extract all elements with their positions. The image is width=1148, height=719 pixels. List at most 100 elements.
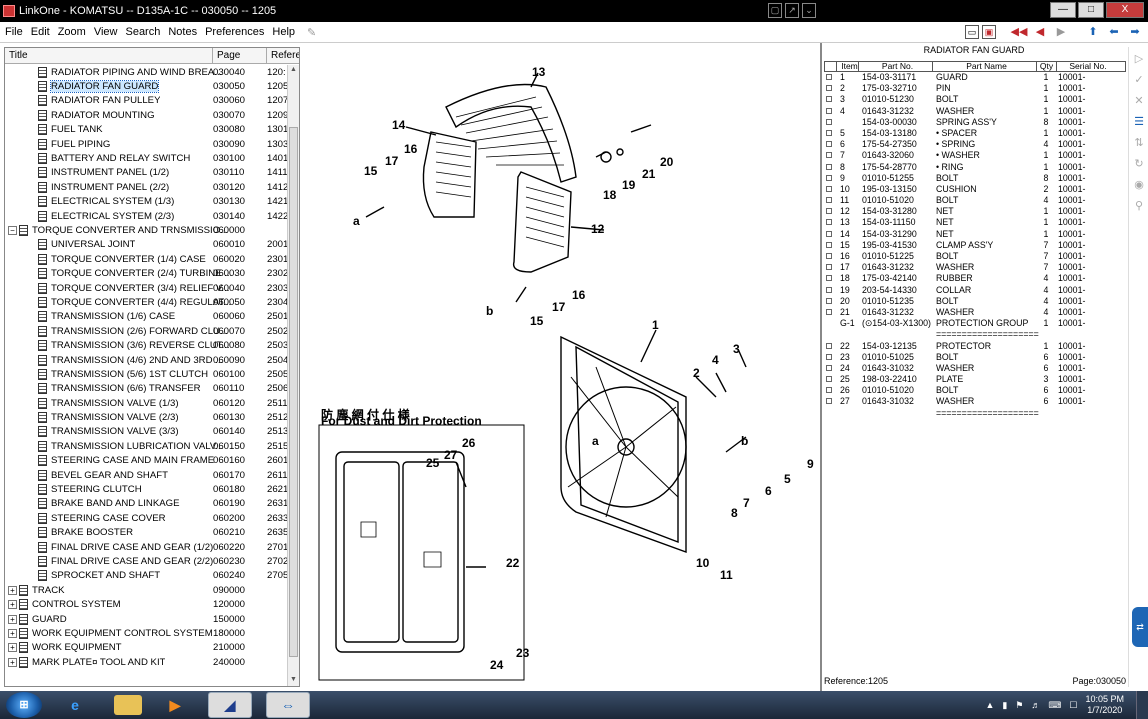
scroll-up-arrow-icon[interactable]: ▲ — [290, 66, 297, 73]
checkbox-icon[interactable] — [826, 129, 832, 136]
callout-24[interactable]: 24 — [490, 658, 504, 672]
callout-25[interactable]: 25 — [426, 456, 440, 470]
next-arrow-icon[interactable]: ▷ — [1134, 53, 1144, 65]
row-select[interactable] — [824, 229, 836, 240]
dropdown-icon[interactable]: ⌄ — [802, 3, 816, 18]
pin-icon[interactable]: ✎ — [307, 26, 317, 39]
menu-search[interactable]: Search — [125, 26, 161, 38]
checkbox-icon[interactable] — [826, 107, 832, 114]
menu-view[interactable]: View — [93, 26, 118, 38]
row-select[interactable] — [824, 396, 836, 407]
column-header-title[interactable]: Title — [5, 48, 213, 63]
expand-icon[interactable]: + — [8, 585, 17, 595]
checkbox-icon[interactable] — [826, 264, 832, 271]
checkbox-icon[interactable] — [826, 219, 832, 226]
callout-13[interactable]: 13 — [532, 65, 546, 79]
checkbox-icon[interactable] — [826, 230, 832, 237]
callout-a[interactable]: a — [353, 214, 360, 228]
taskbar-clock[interactable]: 10:05 PM 1/7/2020 — [1085, 694, 1124, 716]
row-select[interactable] — [824, 173, 836, 184]
checkbox-icon[interactable] — [826, 376, 832, 383]
row-select[interactable] — [824, 408, 836, 419]
expand-icon[interactable]: + — [8, 628, 17, 638]
callout-5[interactable]: 5 — [784, 472, 791, 486]
teamviewer-taskbar-icon[interactable]: ⇔ — [266, 692, 310, 718]
callout-21[interactable]: 21 — [642, 167, 656, 181]
tree-group[interactable]: −TORQUE CONVERTER AND TRNSMISSIO...06000… — [5, 223, 287, 237]
callout-10[interactable]: 10 — [696, 556, 710, 570]
callout-4[interactable]: 4 — [712, 353, 719, 367]
volume-icon[interactable]: ♬ — [1031, 700, 1041, 710]
close-button[interactable]: X — [1106, 2, 1144, 18]
checkbox-icon[interactable] — [826, 387, 832, 394]
checkbox-icon[interactable] — [826, 185, 832, 192]
checkbox-icon[interactable] — [826, 152, 832, 159]
expand-icon[interactable]: + — [8, 614, 17, 624]
link-icon[interactable]: ⇅ — [1134, 137, 1144, 149]
menu-file[interactable]: File — [5, 26, 23, 38]
maximize-button[interactable]: □ — [1078, 2, 1104, 18]
check-icon[interactable]: ✓ — [1134, 74, 1144, 86]
sync-icon[interactable]: ↻ — [1134, 158, 1144, 170]
callout-17b[interactable]: 17 — [552, 300, 566, 314]
checkbox-icon[interactable] — [826, 253, 832, 259]
callout-16[interactable]: 16 — [404, 142, 418, 156]
parts-row[interactable]: ==================== — [824, 329, 1126, 340]
row-select[interactable] — [824, 385, 836, 396]
network-icon[interactable]: ▮ — [1002, 699, 1008, 710]
file-explorer-icon[interactable] — [114, 695, 142, 715]
row-select[interactable] — [824, 307, 836, 318]
callout-22[interactable]: 22 — [506, 556, 520, 570]
book-icon[interactable]: ▭ — [965, 25, 979, 39]
row-select[interactable] — [824, 83, 836, 94]
callout-b[interactable]: b — [486, 304, 493, 318]
row-select[interactable] — [824, 341, 836, 352]
row-select[interactable] — [824, 162, 836, 173]
header-item[interactable]: Item — [837, 62, 859, 71]
checkbox-icon[interactable] — [826, 163, 832, 170]
checkbox-icon[interactable] — [826, 197, 832, 204]
checkbox-icon[interactable] — [826, 74, 832, 80]
row-select[interactable] — [824, 296, 836, 307]
callout-6[interactable]: 6 — [765, 484, 772, 498]
expand-icon[interactable]: + — [8, 600, 17, 610]
tree-item[interactable]: TORQUE CONVERTER (3/4) RELIEF V...060040… — [5, 281, 288, 295]
fit-icon[interactable]: ↗ — [785, 3, 799, 18]
row-select[interactable] — [824, 262, 836, 273]
callout-23[interactable]: 23 — [516, 646, 530, 660]
checkbox-icon[interactable] — [826, 364, 832, 371]
row-select[interactable] — [824, 117, 836, 128]
checkbox-icon[interactable] — [826, 118, 832, 125]
row-select[interactable] — [824, 240, 836, 251]
checkbox-icon[interactable] — [826, 141, 832, 148]
previous-page-icon[interactable]: ◀ — [1035, 26, 1045, 38]
callout-7[interactable]: 7 — [743, 496, 750, 510]
